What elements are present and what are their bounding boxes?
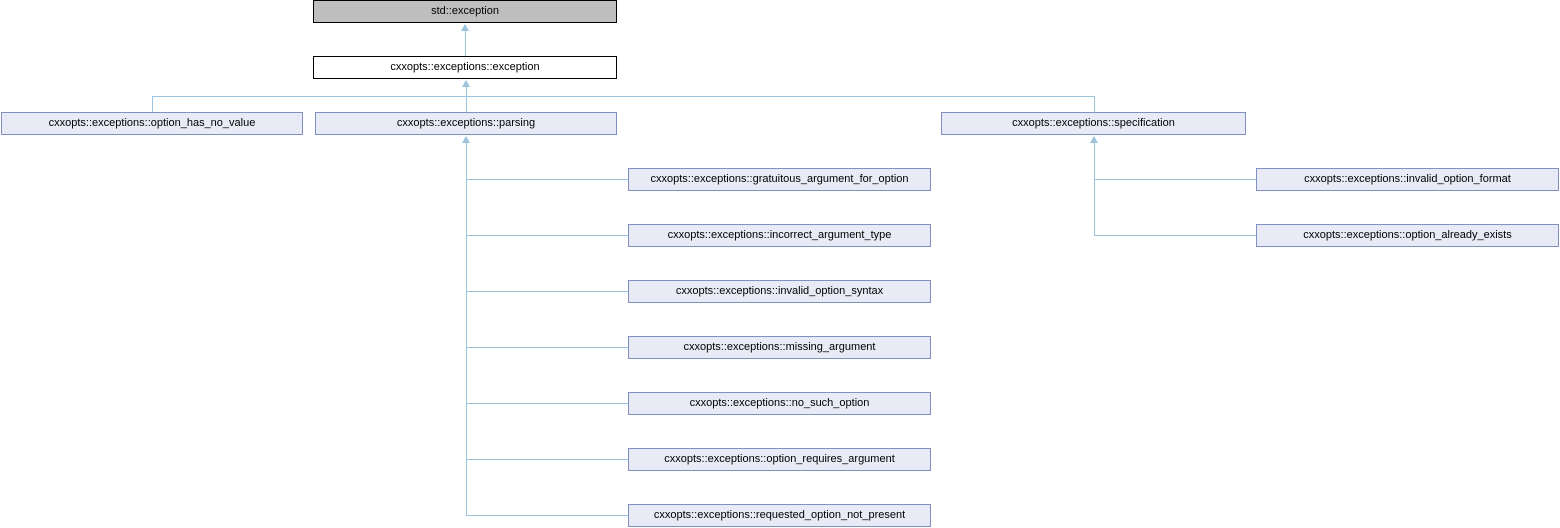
node-std-exception: std::exception <box>313 0 617 23</box>
edge-segment <box>466 459 628 460</box>
node-requested-option-not-present[interactable]: cxxopts::exceptions::requested_option_no… <box>628 504 931 527</box>
edge-segment <box>1094 179 1256 180</box>
edge-segment <box>152 96 153 112</box>
edge-segment <box>466 142 467 516</box>
edge-segment <box>466 347 628 348</box>
edge-segment <box>466 86 467 112</box>
node-option-requires-argument[interactable]: cxxopts::exceptions::option_requires_arg… <box>628 448 931 471</box>
node-incorrect-argument-type[interactable]: cxxopts::exceptions::incorrect_argument_… <box>628 224 931 247</box>
node-invalid-option-syntax[interactable]: cxxopts::exceptions::invalid_option_synt… <box>628 280 931 303</box>
node-option-has-no-value[interactable]: cxxopts::exceptions::option_has_no_value <box>1 112 303 135</box>
edge-segment <box>152 96 1095 97</box>
node-exception: cxxopts::exceptions::exception <box>313 56 617 79</box>
edge-segment <box>466 235 628 236</box>
node-invalid-option-format[interactable]: cxxopts::exceptions::invalid_option_form… <box>1256 168 1559 191</box>
node-missing-argument[interactable]: cxxopts::exceptions::missing_argument <box>628 336 931 359</box>
node-parsing[interactable]: cxxopts::exceptions::parsing <box>315 112 617 135</box>
node-specification[interactable]: cxxopts::exceptions::specification <box>941 112 1246 135</box>
arrow-up-icon <box>461 24 469 31</box>
node-gratuitous-argument-for-option[interactable]: cxxopts::exceptions::gratuitous_argument… <box>628 168 931 191</box>
edge-segment <box>1094 96 1095 112</box>
node-option-already-exists[interactable]: cxxopts::exceptions::option_already_exis… <box>1256 224 1559 247</box>
arrow-up-icon <box>462 80 470 87</box>
edge-segment <box>466 515 628 516</box>
edge-segment <box>465 30 466 56</box>
edge-segment <box>466 403 628 404</box>
edge-segment <box>466 291 628 292</box>
arrow-up-icon <box>462 136 470 143</box>
edge-segment <box>1094 142 1095 236</box>
edge-segment <box>466 179 628 180</box>
arrow-up-icon <box>1090 136 1098 143</box>
node-no-such-option[interactable]: cxxopts::exceptions::no_such_option <box>628 392 931 415</box>
edge-segment <box>1094 235 1256 236</box>
